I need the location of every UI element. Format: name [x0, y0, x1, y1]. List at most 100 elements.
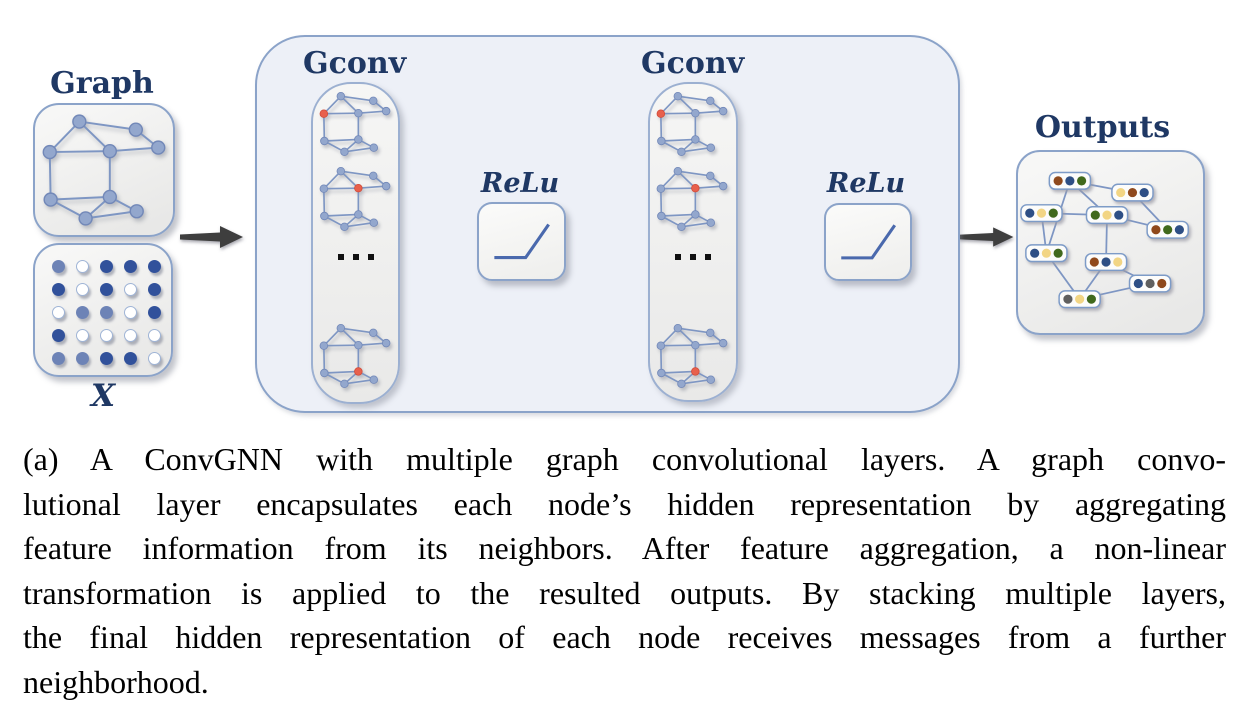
outputs-graph-icon — [1020, 171, 1189, 309]
feature-vector-pill — [1058, 290, 1101, 309]
mini-graph-icon — [656, 166, 728, 232]
matrix-dot-mid — [76, 352, 89, 365]
pill-dot-brown — [1127, 187, 1138, 198]
graph-label: Graph — [50, 66, 154, 101]
caption-line: (a) A ConvGNN with multiple graph convol… — [23, 441, 1226, 477]
ellipsis-dot — [367, 254, 374, 260]
relu-box-1 — [477, 202, 566, 281]
pill-dot-navy — [1030, 248, 1040, 258]
pill-dot-brown — [1157, 278, 1167, 289]
matrix-dot-white — [100, 329, 113, 342]
matrix-dot-white — [124, 306, 137, 319]
pill-dot-yellow — [1075, 294, 1085, 304]
ellipsis-dot — [705, 254, 711, 260]
matrix-dot-dark — [124, 260, 137, 273]
mini-graph-icon — [656, 91, 728, 157]
pill-dot-navy — [1174, 225, 1184, 235]
x-label: X — [90, 378, 116, 414]
matrix-dot-mid — [52, 352, 65, 365]
matrix-dot-dark — [100, 283, 113, 296]
matrix-dot-white — [124, 283, 137, 296]
pill-dot-yellow — [1116, 187, 1126, 198]
matrix-dot-mid — [76, 306, 89, 319]
figure-diagram: Graph X Gconv ReLu Gconv ReLu Outputs — [33, 35, 1205, 414]
pill-dot-navy — [1101, 257, 1111, 267]
pill-dot-navy — [1065, 176, 1075, 186]
matrix-dot-mid — [52, 260, 65, 273]
caption-line: the final hidden representation of each … — [23, 619, 1226, 655]
pill-dot-brown — [1089, 257, 1099, 267]
pill-dot-yellow — [1102, 210, 1112, 220]
caption-line: neighborhood. — [23, 663, 209, 700]
caption-line: lutional layer encapsulates each node’s … — [23, 485, 1226, 522]
relu-label-2: ReLu — [826, 168, 906, 199]
matrix-dot-dark — [148, 306, 161, 319]
pill-dot-navy — [1114, 210, 1124, 220]
flow-arrow-icon — [180, 226, 243, 248]
ellipsis-dot — [352, 254, 359, 260]
relu-label-1: ReLu — [480, 168, 560, 199]
graph-icon-box — [33, 103, 175, 237]
pill-dot-navy — [1025, 208, 1035, 218]
matrix-dot-dark — [124, 352, 137, 365]
matrix-dot-mid — [100, 306, 113, 319]
mini-graph-icon — [656, 323, 728, 389]
ellipsis-dot — [675, 254, 681, 260]
matrix-dot-white — [52, 306, 65, 319]
matrix-dot-white — [148, 352, 161, 365]
pill-dot-brown — [1151, 225, 1161, 235]
ellipsis-dot — [337, 254, 344, 260]
matrix-dot-white — [76, 283, 89, 296]
pill-dot-yellow — [1113, 257, 1123, 267]
ellipsis-icon — [313, 254, 398, 260]
pill-dot-green — [1048, 208, 1058, 218]
matrix-dot-dark — [148, 260, 161, 273]
pill-dot-yellow — [1036, 208, 1047, 218]
mini-graph-icon — [319, 323, 391, 389]
flow-arrow-icon — [958, 227, 1014, 247]
relu-curve-icon — [841, 224, 897, 260]
matrix-dot-white — [124, 329, 137, 342]
matrix-dot-white — [76, 329, 89, 342]
pill-dot-gray — [1063, 294, 1073, 304]
pill-dot-green — [1086, 294, 1096, 304]
pill-dot-yellow — [1041, 248, 1051, 258]
feature-vector-pill — [1085, 206, 1129, 225]
feature-matrix-box — [33, 243, 173, 377]
feature-vector-pill — [1111, 183, 1154, 202]
gconv-column-2 — [648, 82, 738, 402]
gconv-column-1 — [311, 82, 400, 404]
pill-dot-gray — [1145, 278, 1155, 289]
outputs-label: Outputs — [1034, 110, 1171, 145]
gconv-label-1: Gconv — [303, 46, 407, 81]
matrix-dot-white — [76, 260, 89, 273]
matrix-dot-dark — [52, 283, 65, 296]
pill-dot-navy — [1139, 187, 1149, 198]
feature-vector-pill — [1048, 171, 1092, 190]
graph-icon — [42, 114, 166, 226]
matrix-dot-dark — [148, 283, 161, 296]
pill-dot-green — [1090, 210, 1100, 220]
matrix-dot-dark — [52, 329, 65, 342]
matrix-dot-dark — [100, 352, 113, 365]
matrix-dot-white — [148, 329, 161, 342]
feature-vector-pill — [1084, 252, 1128, 272]
outputs-box — [1016, 150, 1205, 335]
pill-dot-navy — [1133, 278, 1143, 289]
caption-line: feature information from its neighbors. … — [23, 530, 1226, 566]
feature-vector-pill — [1146, 220, 1189, 239]
caption-line: transformation is applied to the resulte… — [23, 574, 1226, 611]
pill-dot-green — [1077, 176, 1087, 186]
mini-graph-icon — [319, 166, 391, 232]
matrix-dot-dark — [100, 260, 113, 273]
figure-caption: (a) A ConvGNN with multiple graph convol… — [23, 437, 1226, 704]
pill-dot-brown — [1053, 176, 1063, 186]
pill-dot-green — [1053, 248, 1063, 258]
ellipsis-dot — [690, 254, 696, 260]
feature-vector-pill — [1025, 244, 1068, 263]
relu-curve-icon — [494, 223, 550, 260]
pill-dot-green — [1163, 225, 1173, 235]
relu-box-2 — [824, 203, 912, 281]
ellipsis-icon — [650, 254, 736, 260]
feature-vector-pill — [1020, 204, 1063, 223]
